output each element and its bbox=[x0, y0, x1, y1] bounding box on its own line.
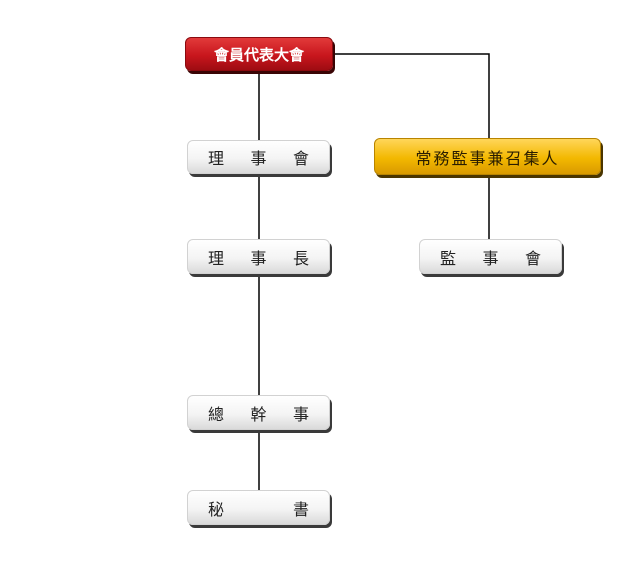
board-of-directors-char-3: 會 bbox=[292, 149, 309, 168]
secretary-general-box: 總 幹 事 bbox=[187, 395, 330, 430]
secretary-general-char-3: 事 bbox=[292, 404, 309, 424]
line-assembly-to-convener bbox=[334, 53, 490, 138]
chairman-char-2: 事 bbox=[250, 248, 267, 268]
general-assembly-box: 會員代表大會 bbox=[185, 37, 333, 71]
chairman-box: 理 事 長 bbox=[187, 239, 330, 274]
convener-label: 常務監事兼召集人 bbox=[415, 148, 560, 168]
board-of-supervisors-char-3: 會 bbox=[524, 248, 541, 268]
board-of-supervisors-box: 監 事 會 bbox=[419, 239, 562, 274]
secretary-char-2: 書 bbox=[292, 499, 309, 519]
board-of-directors-char-1: 理 bbox=[208, 149, 225, 168]
board-of-supervisors-char-2: 事 bbox=[482, 248, 499, 268]
chairman-char-1: 理 bbox=[208, 248, 225, 268]
general-assembly-label: 會員代表大會 bbox=[213, 45, 304, 64]
secretary-box: 秘 書 bbox=[187, 490, 330, 525]
board-of-directors-char-2: 事 bbox=[250, 149, 267, 168]
board-of-supervisors-char-1: 監 bbox=[440, 248, 457, 268]
secretary-general-char-2: 幹 bbox=[250, 404, 267, 424]
board-of-directors-box: 理 事 會 bbox=[187, 140, 330, 174]
chairman-char-3: 長 bbox=[292, 248, 309, 268]
secretary-general-char-1: 總 bbox=[208, 404, 225, 424]
secretary-char-1: 秘 bbox=[208, 499, 225, 519]
convener-box: 常務監事兼召集人 bbox=[374, 138, 601, 175]
